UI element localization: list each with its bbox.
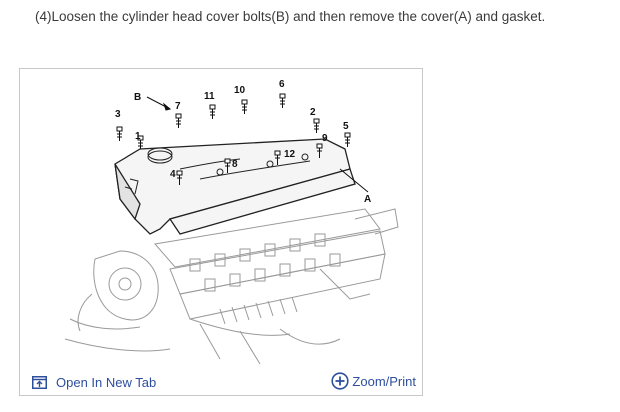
label-bolt-8: 8 (232, 159, 238, 170)
leader-lines (146, 96, 369, 193)
label-bolt-1: 1 (135, 131, 141, 142)
label-bolt-5: 5 (343, 121, 349, 132)
figure-container: B A 1 2 3 4 5 6 7 8 9 10 11 12 Open In N… (19, 68, 423, 396)
open-in-new-tab-label: Open In New Tab (56, 374, 157, 390)
label-b: B (134, 92, 141, 103)
engine-diagram: B A 1 2 3 4 5 6 7 8 9 10 11 12 (64, 79, 399, 365)
open-in-new-tab-icon (32, 375, 47, 389)
cover-bolts (116, 93, 351, 185)
label-bolt-7: 7 (175, 101, 181, 112)
zoom-print-link[interactable]: Zoom/Print (331, 371, 416, 391)
label-bolt-11: 11 (204, 91, 215, 102)
step-instruction: (4)Loosen the cylinder head cover bolts(… (35, 9, 546, 24)
label-bolt-9: 9 (322, 133, 328, 144)
zoom-print-label: Zoom/Print (352, 373, 416, 389)
label-bolt-2: 2 (310, 107, 316, 118)
engine-block-lines (64, 208, 399, 365)
cylinder-head-cover (114, 138, 356, 235)
label-bolt-10: 10 (234, 85, 246, 96)
label-bolt-12: 12 (284, 149, 296, 160)
figure-toolbar: Open In New Tab Zoom/Print (20, 369, 422, 395)
label-a: A (364, 194, 371, 205)
label-bolt-4: 4 (170, 169, 176, 180)
cover-details (124, 147, 311, 195)
open-in-new-tab-link[interactable]: Open In New Tab (32, 372, 156, 392)
plus-circle-icon (331, 372, 350, 390)
label-bolt-6: 6 (279, 79, 285, 90)
label-bolt-3: 3 (115, 109, 121, 120)
